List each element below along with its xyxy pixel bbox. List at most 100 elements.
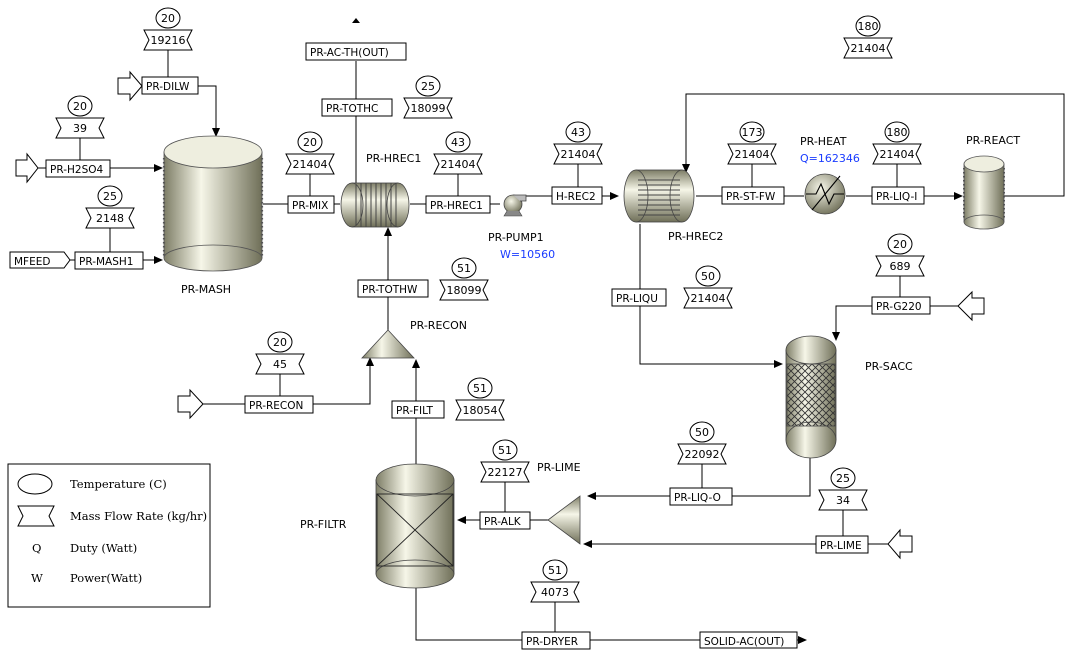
svg-text:H-REC2: H-REC2 xyxy=(556,191,596,203)
stream-tag-top: 180 21404 xyxy=(843,15,893,59)
svg-text:PR-RECON: PR-RECON xyxy=(249,400,303,412)
temperature-value: 43 xyxy=(451,136,465,149)
temperature-ellipse xyxy=(415,75,441,97)
temperature-value: 25 xyxy=(836,472,850,485)
temperature-value: 173 xyxy=(742,126,763,139)
unit-label-hrec2: PR-HREC2 xyxy=(668,230,723,243)
legend-power-text: Power(Watt) xyxy=(70,571,142,585)
temperature-ellipse xyxy=(542,559,568,581)
mass-flow-value: 21404 xyxy=(735,148,770,161)
mass-flow-hourglass xyxy=(530,581,580,603)
unit-label-lime: PR-LIME xyxy=(537,461,581,474)
stream-box-liqu[interactable] xyxy=(611,288,667,307)
mass-flow-hourglass xyxy=(872,143,922,165)
stream-box-h2so4[interactable] xyxy=(45,159,111,178)
mass-flow-value: 21404 xyxy=(293,158,328,171)
svg-text:PR-LIQ-O: PR-LIQ-O xyxy=(674,492,721,504)
stream-box-stfw[interactable] xyxy=(721,186,785,205)
temperature-ellipse xyxy=(297,131,323,153)
unit-lime[interactable] xyxy=(547,495,581,545)
svg-text:PR-MIX: PR-MIX xyxy=(292,200,328,212)
stream-labels: PR-DILW PR-H2SO4 PR-MASH1 MFEED PR-MIX P… xyxy=(9,42,931,650)
svg-text:PR-LIME: PR-LIME xyxy=(820,540,862,552)
stream-tag-stfw: 173 21404 xyxy=(727,121,777,187)
mass-flow-hourglass xyxy=(818,489,868,511)
legend-temperature-text: Temperature (C) xyxy=(70,477,167,491)
stream-box-recon[interactable] xyxy=(244,395,314,414)
mass-flow-hourglass xyxy=(480,461,530,483)
unit-react[interactable] xyxy=(963,155,1005,230)
stream-box-liqo[interactable] xyxy=(669,487,733,506)
svg-text:PR-DILW: PR-DILW xyxy=(146,81,190,93)
mass-flow-value: 18099 xyxy=(411,102,446,115)
stream-box-dilw[interactable] xyxy=(141,76,199,95)
unit-filtr[interactable] xyxy=(375,463,455,589)
unit-sacc[interactable] xyxy=(785,335,837,459)
unit-label-filtr: PR-FILTR xyxy=(300,518,347,531)
mass-flow-hourglass xyxy=(683,287,733,309)
stream-box-solid[interactable] xyxy=(699,631,798,649)
temperature-ellipse xyxy=(565,121,591,143)
unit-hrec1[interactable] xyxy=(340,182,410,228)
mass-flow-hourglass xyxy=(403,97,453,119)
unit-heat[interactable] xyxy=(804,173,846,215)
unit-label-heat: PR-HEAT xyxy=(800,135,847,148)
mass-flow-hourglass xyxy=(455,399,505,421)
temperature-value: 180 xyxy=(858,20,879,33)
stream-box-mash1[interactable] xyxy=(74,251,144,270)
temperature-value: 20 xyxy=(893,238,907,251)
unit-label-pump1: PR-PUMP1 xyxy=(488,231,544,244)
mass-flow-hourglass xyxy=(727,143,777,165)
svg-text:PR-ST-FW: PR-ST-FW xyxy=(726,191,776,203)
temperature-ellipse xyxy=(155,7,181,29)
svg-text:PR-LIQ-I: PR-LIQ-I xyxy=(876,191,917,203)
temperature-ellipse xyxy=(97,185,123,207)
unit-hrec2[interactable] xyxy=(623,169,695,223)
stream-box-mix[interactable] xyxy=(287,195,335,214)
mass-flow-value: 18054 xyxy=(463,404,498,417)
mass-flow-value: 689 xyxy=(890,260,911,273)
unit-label-hrec1: PR-HREC1 xyxy=(366,152,421,165)
temperature-value: 25 xyxy=(103,190,117,203)
feed-arrows xyxy=(15,18,985,560)
stream-box-tothw[interactable] xyxy=(357,279,429,298)
stream-box-liqi[interactable] xyxy=(871,186,925,205)
unit-recon[interactable] xyxy=(361,329,415,359)
unit-mash[interactable] xyxy=(162,135,264,272)
temperature-value: 20 xyxy=(273,336,287,349)
stream-box-tothc[interactable] xyxy=(321,98,393,117)
stream-box-dryer[interactable] xyxy=(521,631,591,650)
temperature-ellipse xyxy=(884,121,910,143)
svg-text:PR-DRYER: PR-DRYER xyxy=(526,636,578,648)
mass-flow-value: 21404 xyxy=(441,158,476,171)
stream-box-acth[interactable] xyxy=(305,42,407,61)
mass-flow-hourglass xyxy=(55,117,105,139)
mass-flow-value: 45 xyxy=(273,358,287,371)
temperature-value: 25 xyxy=(421,80,435,93)
stream-box-mfeed[interactable] xyxy=(9,251,71,269)
stream-box-filt[interactable] xyxy=(391,400,445,419)
legend-flow-icon xyxy=(17,505,55,527)
svg-text:SOLID-AC(OUT): SOLID-AC(OUT) xyxy=(704,636,784,648)
mass-flow-value: 21404 xyxy=(851,42,886,55)
temperature-value: 50 xyxy=(701,270,715,283)
temperature-value: 51 xyxy=(548,564,562,577)
stream-box-hrec2[interactable] xyxy=(551,186,603,205)
stream-box-lime[interactable] xyxy=(815,535,869,554)
temperature-ellipse xyxy=(492,439,518,461)
unit-pump1[interactable] xyxy=(503,194,527,217)
temperature-value: 43 xyxy=(571,126,585,139)
stream-box-g220[interactable] xyxy=(871,296,931,315)
temperature-value: 20 xyxy=(73,100,87,113)
mass-flow-value: 39 xyxy=(73,122,87,135)
legend-power-symbol: W xyxy=(31,571,43,585)
